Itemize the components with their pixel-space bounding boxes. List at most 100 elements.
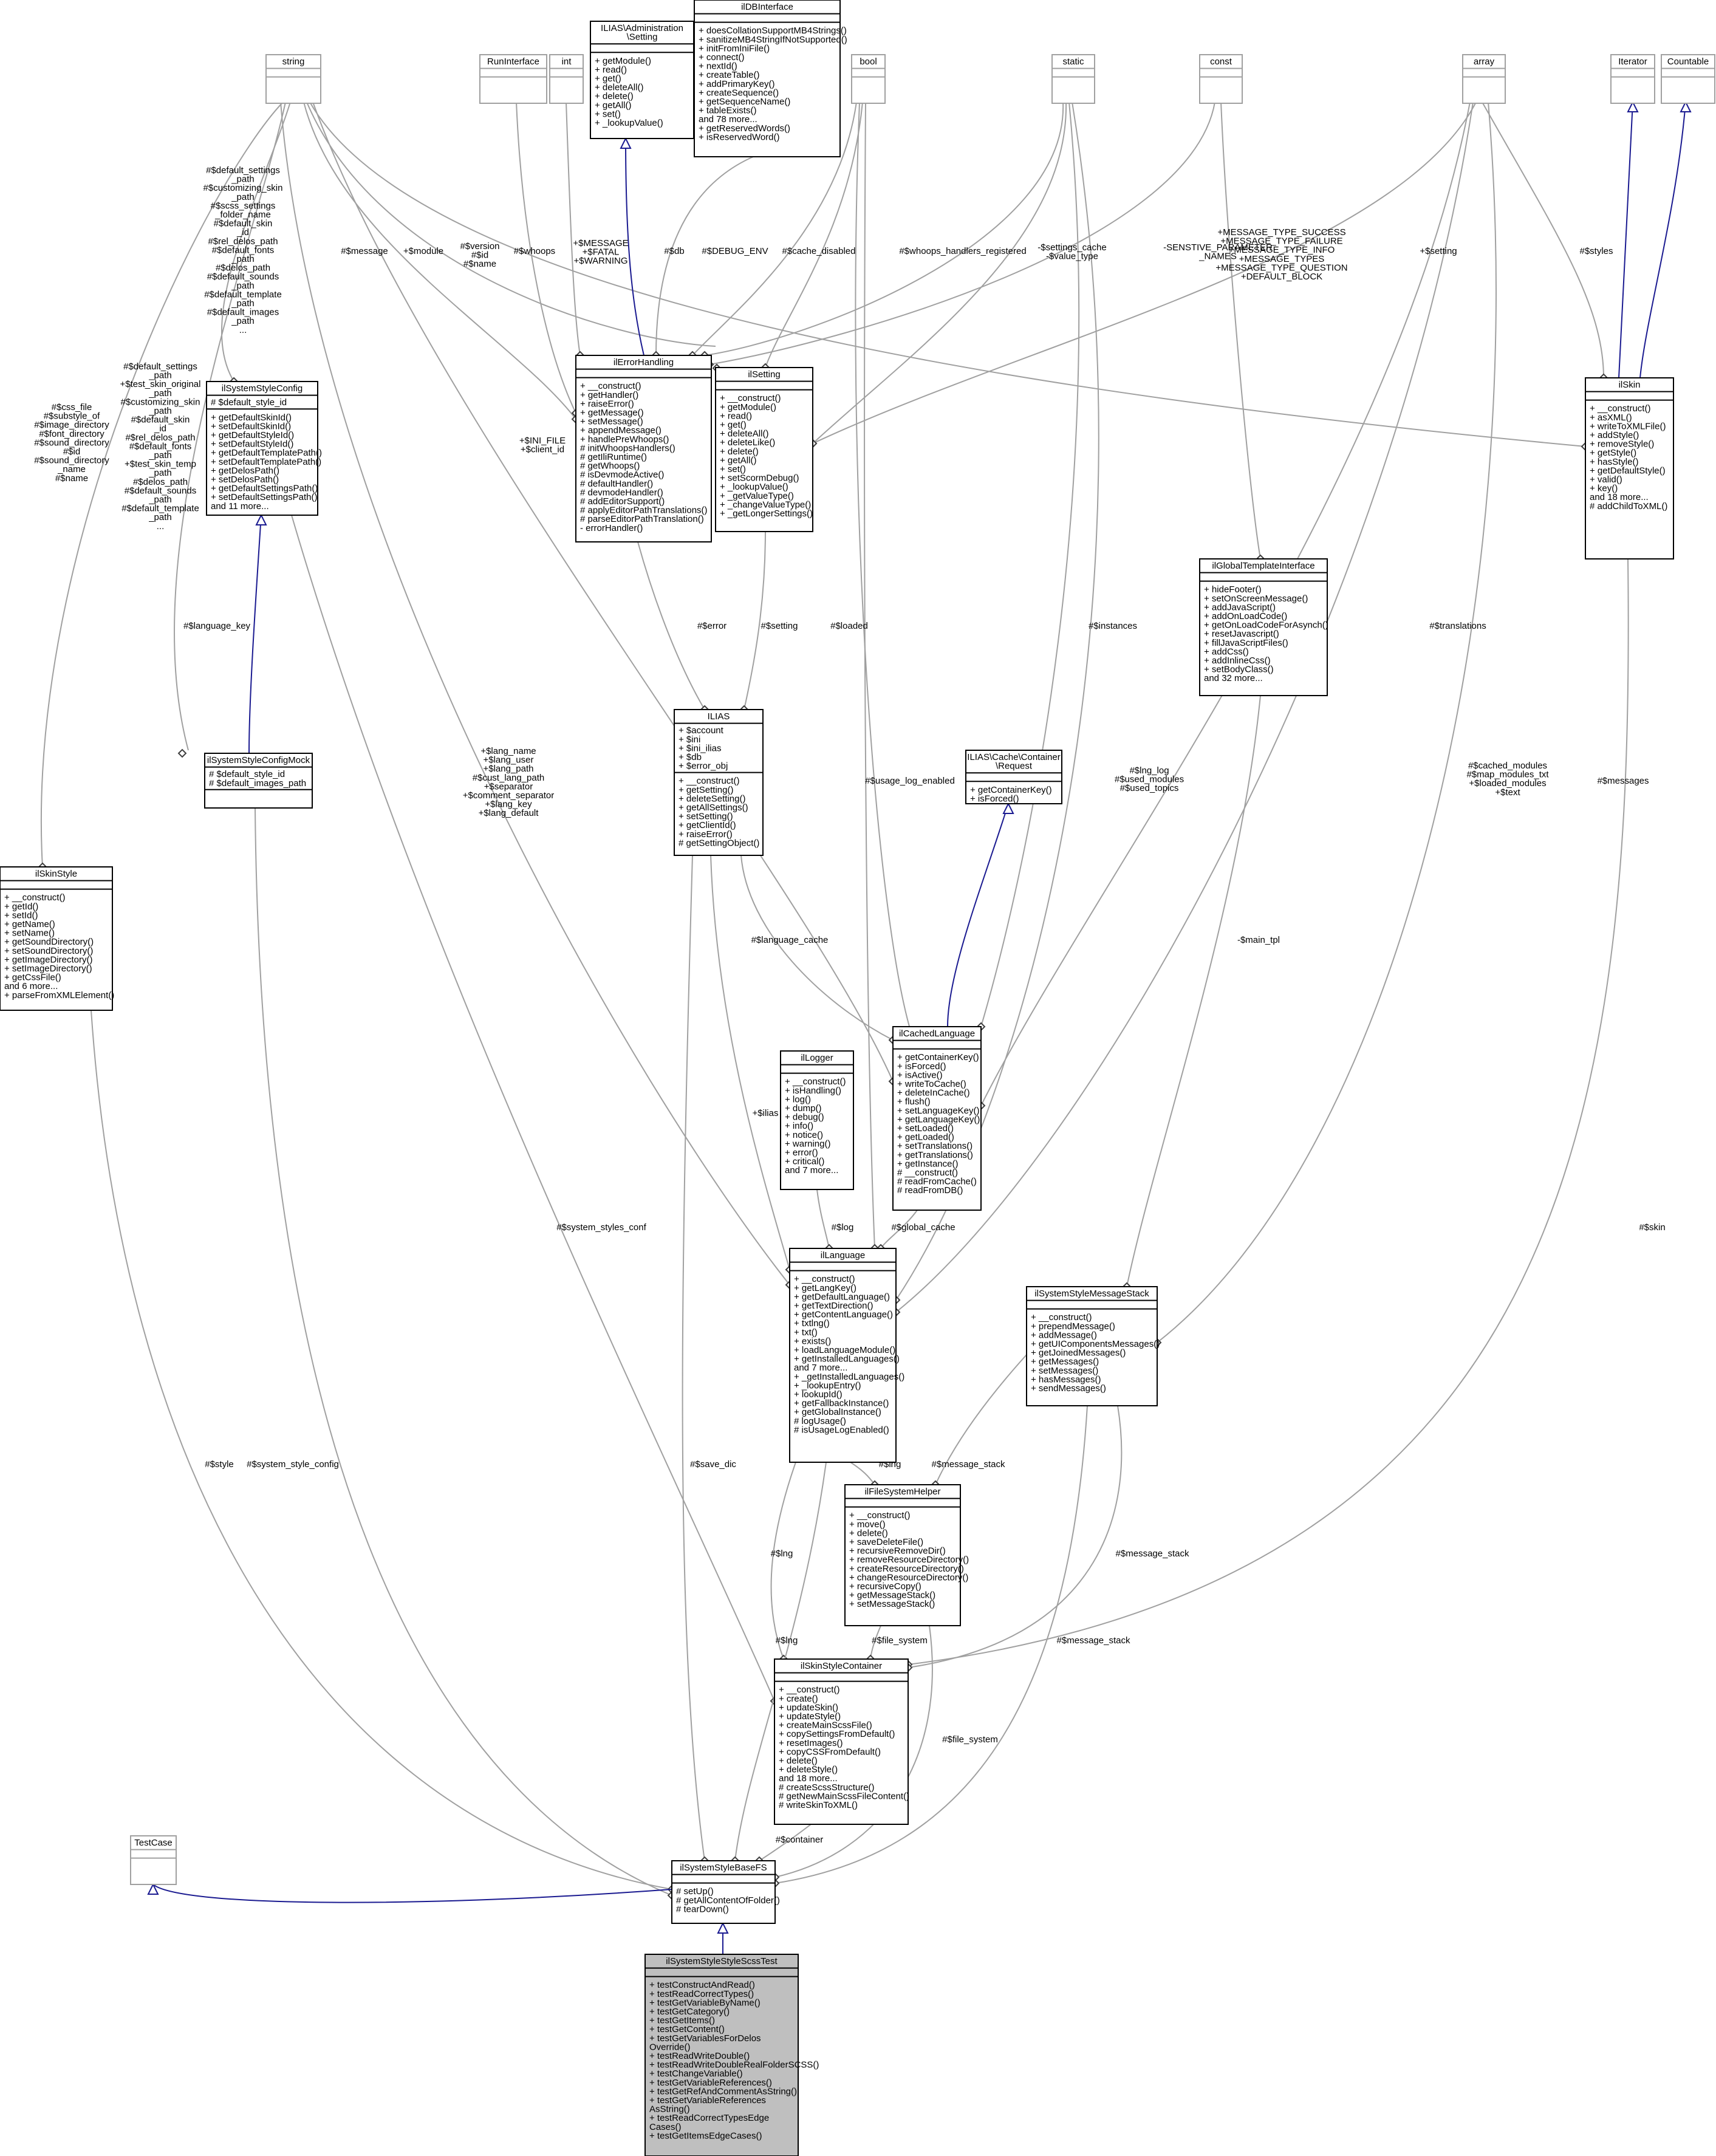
class-method: + setId() (4, 910, 38, 920)
class-box-frame (694, 0, 841, 157)
class-box-ilGlobalTemplateInterface[interactable]: ilGlobalTemplateInterface+ hideFooter()+… (1199, 558, 1328, 696)
class-box-array[interactable]: array (1462, 54, 1506, 104)
edge-label-line: #$default_settings (206, 165, 280, 176)
edge-label-line: #$message (341, 246, 388, 256)
class-method: + getSetting() (679, 785, 733, 795)
class-box-ilSkinStyleContainer[interactable]: ilSkinStyleContainer+ __construct()+ cre… (774, 1658, 909, 1825)
class-box-ilSetting[interactable]: ilSetting+ __construct()+ getModule()+ r… (715, 367, 813, 532)
edge-label-line: -$value_type (1046, 252, 1098, 262)
edge-label-line: +$loaded_modules (1469, 778, 1546, 789)
class-method: + txt() (794, 1327, 818, 1338)
class-box-static[interactable]: static (1051, 54, 1095, 104)
class-box-Iterator[interactable]: Iterator (1610, 54, 1655, 104)
class-box-ilSkinStyle[interactable]: ilSkinStyle+ __construct()+ getId()+ set… (0, 866, 114, 1011)
class-name: ILIAS\Cache\Container (967, 752, 1060, 762)
class-box-ilSystemStyleBaseFS[interactable]: ilSystemStyleBaseFS# setUp()# getAllCont… (671, 1860, 780, 1924)
edge-label-e_msg_const: +MESSAGE_TYPE_SUCCESS+MESSAGE_TYPE_FAILU… (1215, 227, 1347, 282)
association-edge (765, 101, 863, 368)
class-box-const[interactable]: const (1199, 54, 1243, 104)
class-method: + getStyle() (1590, 448, 1636, 458)
class-box-ilLogger[interactable]: ilLogger+ __construct()+ isHandling()+ l… (780, 1050, 854, 1190)
edge-label-e_base_lng: #$lng (776, 1635, 798, 1646)
edge-label-e_skin_styles: #$styles (1579, 246, 1613, 256)
edge-label-line: +$lang_name (480, 746, 536, 756)
class-box-Countable[interactable]: Countable (1661, 54, 1715, 104)
class-method: + getAll() (595, 100, 631, 111)
class-box-ilSystemStyleStyleScssTest[interactable]: ilSystemStyleStyleScssTest+ testConstruc… (644, 1954, 819, 2156)
class-name: ilSystemStyleConfig (222, 383, 303, 394)
edge-label-line: +DEFAULT_BLOCK (1241, 272, 1322, 282)
class-method: # getAllContentOfFolder() (676, 1895, 780, 1906)
class-method: + testGetCategory() (649, 2007, 730, 2017)
edge-label-line: _path (148, 450, 172, 460)
association-edge (1157, 101, 1497, 1343)
edge-label-e_lang_log: #$log (832, 1222, 854, 1233)
class-attribute: + $account (679, 725, 724, 736)
class-method: + getId() (4, 902, 38, 912)
class-method: + getUIComponentsMessages() (1031, 1339, 1160, 1349)
edge-label-e_skinstyle_strings: #$css_file#$substyle_of#$image_directory… (34, 402, 109, 484)
association-edge (774, 1405, 1088, 1884)
class-box-CacheRequest[interactable]: ILIAS\Cache\Container\Request+ getContai… (965, 750, 1062, 804)
class-box-int[interactable]: int (549, 54, 584, 104)
class-box-ilSystemStyleMessageStack[interactable]: ilSystemStyleMessageStack+ __construct()… (1026, 1286, 1160, 1406)
edge-label-e_cached_loaded: #$loaded (830, 621, 868, 631)
class-box-Setting[interactable]: ILIAS\Administration\Setting+ getModule(… (590, 21, 694, 139)
class-attribute: + $error_obj (679, 761, 728, 772)
class-box-ilSkin[interactable]: ilSkin+ __construct()+ asXML()+ writeToX… (1585, 377, 1674, 560)
class-box-ilDBInterface[interactable]: ilDBInterface+ doesCollationSupportMB4St… (694, 0, 847, 157)
class-box-ilFileSystemHelper[interactable]: ilFileSystemHelper+ __construct()+ move(… (844, 1484, 969, 1626)
association-edge (303, 101, 576, 420)
edge-label-line: #$scss_settings (211, 200, 276, 211)
class-method: + recursiveCopy() (849, 1581, 921, 1592)
class-box-TestCase[interactable]: TestCase (130, 1835, 177, 1885)
class-box-ilErrorHandling[interactable]: ilErrorHandling+ __construct()+ getHandl… (575, 355, 712, 542)
class-method: + getDefaultStyle() (1590, 465, 1666, 476)
class-attribute: # $default_images_path (209, 778, 306, 789)
class-name: ilDBInterface (741, 2, 793, 12)
edge-label-e_ilias_ini: +$INI_FILE+$client_id (519, 436, 566, 455)
edge-label-e_setting_module: +$module (403, 246, 443, 256)
class-box-ilSystemStyleConfigMock[interactable]: ilSystemStyleConfigMock# $default_style_… (204, 753, 313, 809)
edge-label-e_base_msgstack: #$message_stack (1057, 1635, 1130, 1646)
edge-label-line: +$test_skin_temp (125, 459, 196, 470)
class-box-ilLanguage[interactable]: ilLanguage+ __construct()+ getLangKey()+… (789, 1248, 904, 1463)
class-box-bool[interactable]: bool (851, 54, 886, 104)
class-method: + deleteStyle() (779, 1765, 838, 1775)
edge-label-e_base_container: #$container (776, 1835, 823, 1845)
edge-label-line: _path (148, 495, 172, 505)
edge-label-line: _path (231, 192, 255, 202)
association-edge (759, 1824, 812, 1861)
class-method: + setSetting() (679, 812, 733, 822)
edge-label-line: _folder_name (214, 210, 271, 220)
class-box-ilCachedLanguage[interactable]: ilCachedLanguage+ getContainerKey()+ isF… (892, 1026, 982, 1211)
class-box-frame (851, 54, 886, 104)
edge-label-line: #$message_stack (1116, 1549, 1189, 1559)
edge-label-line: #$messages (1597, 776, 1649, 786)
class-method: + testGetContent() (649, 2024, 725, 2035)
class-method: + getDefaultStyleId() (211, 430, 294, 440)
class-box-string[interactable]: string (265, 54, 321, 104)
edge-label-line: #$default_skin (131, 415, 190, 425)
edge-label-e_container_msgstack: #$message_stack (1116, 1549, 1189, 1559)
class-method: + resetImages() (779, 1738, 843, 1748)
edge-label-line: +MESSAGE_TYPE_QUESTION (1215, 262, 1347, 273)
class-box-ILIAS[interactable]: ILIAS+ $account+ $ini+ $ini_ilias+ $db+ … (674, 709, 764, 856)
edge-label-e_lang_ilias: +$ilias (753, 1108, 779, 1118)
class-box-RunInterface[interactable]: RunInterface (479, 54, 547, 104)
edge-label-line: #$map_modules_txt (1466, 770, 1549, 780)
association-edge (566, 101, 581, 356)
class-method: + getTextDirection() (794, 1301, 873, 1311)
edge-label-e_err_const: -SENSTIVE_PARAMETER_NAMES (1163, 242, 1273, 262)
edge-label-line: +$lang_default (479, 808, 539, 818)
edge-label-e_err_ints: +$MESSAGE+$FATAL+$WARNING (573, 238, 628, 266)
class-method: AsString() (649, 2104, 690, 2115)
edge-label-line: #$css_file (52, 402, 92, 412)
class-method: # getWhoops() (580, 461, 640, 471)
class-method: + delete() (849, 1528, 888, 1538)
association-edge (709, 101, 1215, 365)
class-method: + getContainerKey() (970, 785, 1052, 795)
class-box-ilSystemStyleConfig[interactable]: ilSystemStyleConfig# $default_style_id+ … (206, 381, 322, 516)
edge-label-e_err_whoops: #$whoops (514, 246, 555, 256)
edge-label-line: #$log (832, 1222, 854, 1233)
